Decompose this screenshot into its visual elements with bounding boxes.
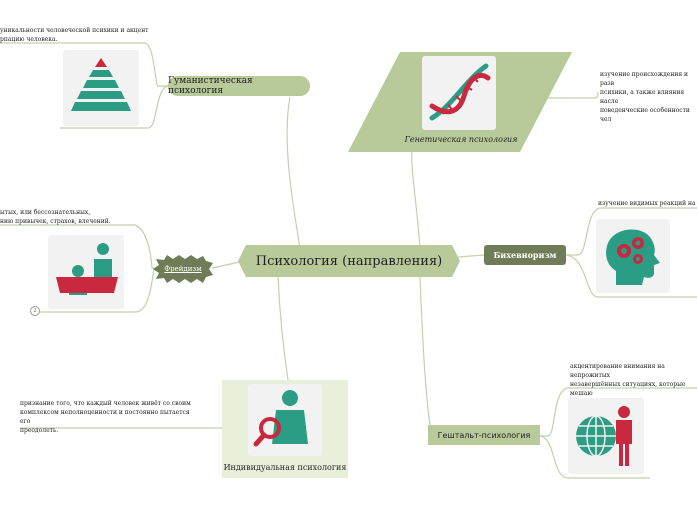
collapse-badge[interactable]: 2 xyxy=(30,306,40,316)
branch-freudism-label: Фрейдизм xyxy=(164,265,202,273)
central-topic-label: Психология (направления) xyxy=(255,253,443,269)
branch-individual-label: Индивидуальная психология xyxy=(223,462,347,472)
individual-icon-box xyxy=(248,384,322,456)
humanistic-icon-box xyxy=(63,50,139,126)
central-topic[interactable] xyxy=(238,245,460,277)
connector-gestalt-note xyxy=(540,387,697,437)
connector-individual xyxy=(277,275,289,381)
branch-behaviorism[interactable]: Бихевиоризм xyxy=(484,245,566,265)
connector-genetic xyxy=(411,144,421,251)
branch-freudism[interactable] xyxy=(153,255,213,283)
branch-gestalt[interactable]: Гештальт-психология xyxy=(428,425,540,445)
connector-humanistic-note xyxy=(0,42,168,87)
connector-behaviorism-note xyxy=(566,207,697,256)
branch-genetic-label: Генетическая психология xyxy=(404,134,518,144)
freudism-note: ытых, или бессознательных, нию привычек,… xyxy=(0,209,111,225)
connector-humanistic xyxy=(286,96,301,249)
connector-genetic-note xyxy=(525,91,599,99)
genetic-note: изучение происхождения и разв психики, а… xyxy=(600,71,690,123)
head-gears-icon xyxy=(606,229,660,285)
dna-icon xyxy=(429,63,491,121)
connector-gestalt xyxy=(419,275,431,426)
meeting-icon xyxy=(56,243,118,295)
connector-freudism xyxy=(211,261,241,269)
globe-businessman-icon xyxy=(576,406,632,466)
branch-humanistic[interactable]: Гуманистическая психология xyxy=(168,76,310,96)
person-search-icon xyxy=(253,390,308,447)
genetic-icon-box xyxy=(422,56,496,130)
freudism-icon-box xyxy=(48,235,124,309)
behaviorism-note: изучение видимых реакций на вн xyxy=(598,200,697,207)
connector-behaviorism xyxy=(457,254,485,258)
connector-freudism-note xyxy=(0,224,154,269)
individual-note: признание того, что каждый человек живёт… xyxy=(20,400,191,434)
gestalt-icon-box xyxy=(568,398,644,474)
humanistic-note: уникальности человеческой психики и акце… xyxy=(0,27,149,43)
behaviorism-icon-box xyxy=(596,219,670,293)
pyramid-icon xyxy=(71,58,131,111)
